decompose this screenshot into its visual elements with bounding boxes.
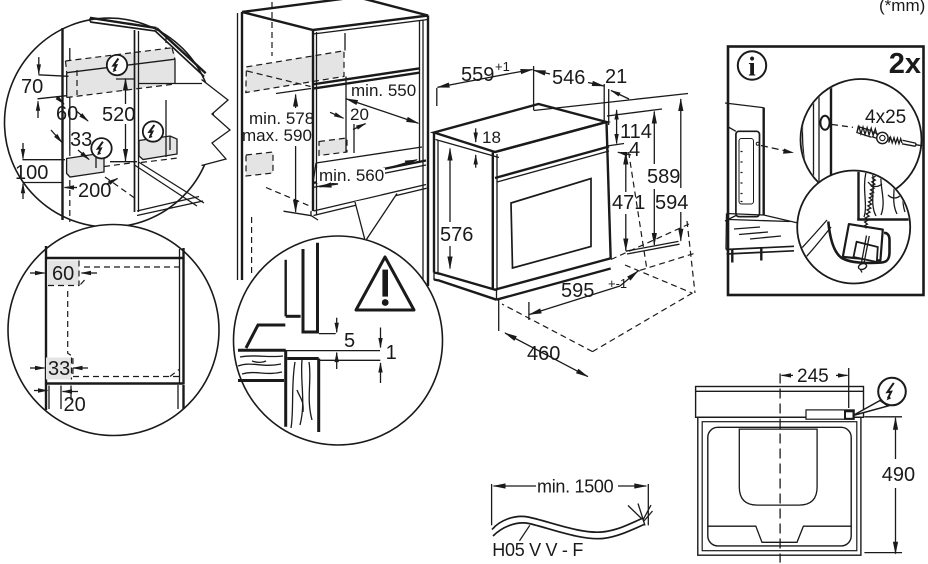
svg-text:490: 490: [882, 464, 915, 486]
svg-text:max. 590: max. 590: [242, 126, 312, 145]
svg-text:576: 576: [440, 224, 473, 246]
svg-text:471: 471: [612, 192, 645, 214]
svg-text:114: 114: [620, 121, 652, 143]
svg-text:min. 560: min. 560: [319, 166, 384, 185]
svg-text:2x: 2x: [889, 48, 921, 80]
svg-text:60: 60: [52, 263, 74, 285]
svg-text:H05 V V - F: H05 V V - F: [492, 540, 583, 560]
svg-text:460: 460: [527, 343, 560, 365]
svg-text:595: 595: [561, 280, 594, 302]
svg-text:520: 520: [102, 104, 135, 126]
svg-text:i: i: [748, 52, 756, 82]
svg-text:100: 100: [15, 162, 48, 184]
svg-text:200: 200: [78, 180, 111, 202]
svg-text:594: 594: [655, 192, 688, 214]
svg-text:min. 578: min. 578: [249, 109, 314, 128]
svg-text:min. 1500: min. 1500: [537, 477, 614, 497]
svg-text:+1: +1: [495, 59, 510, 74]
svg-text:(*mm): (*mm): [879, 0, 925, 15]
svg-text:+-1: +-1: [608, 276, 627, 291]
svg-text:min. 550: min. 550: [351, 81, 416, 100]
svg-text:5: 5: [344, 330, 355, 352]
svg-text:589: 589: [647, 166, 680, 188]
svg-text:4: 4: [629, 139, 640, 161]
svg-text:70: 70: [21, 76, 43, 98]
svg-text:33: 33: [48, 358, 70, 380]
svg-text:18: 18: [482, 128, 501, 147]
svg-text:20: 20: [350, 105, 369, 124]
svg-text:33: 33: [70, 129, 92, 151]
svg-text:546: 546: [552, 67, 585, 89]
svg-text:1: 1: [386, 342, 397, 364]
svg-text:60: 60: [56, 103, 78, 125]
svg-text:21: 21: [605, 66, 627, 88]
svg-text:245: 245: [797, 366, 829, 387]
svg-text:559: 559: [461, 64, 494, 86]
svg-text:20: 20: [64, 394, 86, 416]
svg-text:4x25: 4x25: [865, 107, 906, 128]
